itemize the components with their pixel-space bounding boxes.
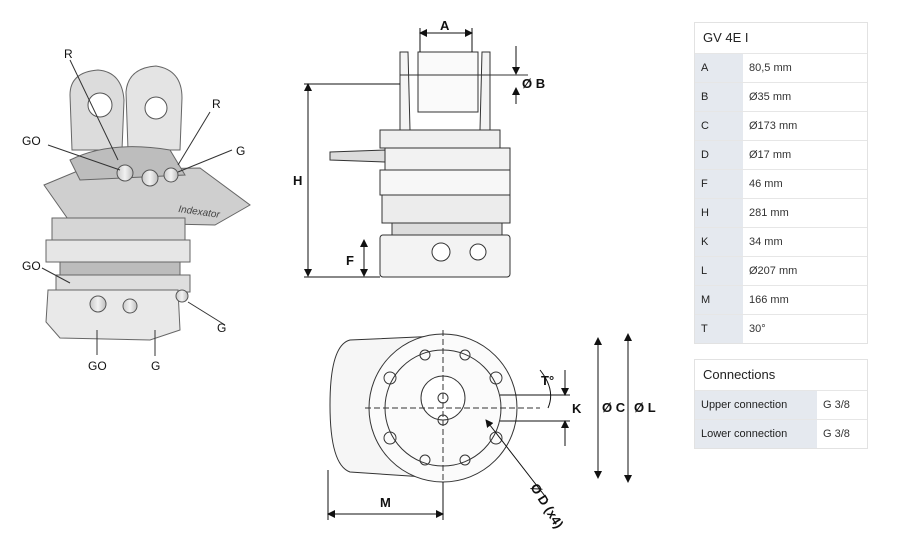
row-value: 80,5 mm bbox=[743, 54, 867, 83]
label-r-left: R bbox=[64, 47, 73, 61]
row-key: H bbox=[695, 198, 743, 228]
row-value: Ø35 mm bbox=[743, 82, 867, 112]
dim-a-label: A bbox=[440, 18, 450, 33]
connections-title: Connections bbox=[695, 360, 867, 391]
dim-c-label: Ø C bbox=[602, 400, 626, 415]
label-g-bottom: G bbox=[151, 359, 160, 373]
label-g-mid: G bbox=[217, 321, 226, 335]
row-key: Lower connection bbox=[695, 419, 817, 448]
row-key: M bbox=[695, 285, 743, 315]
row-value: Ø173 mm bbox=[743, 111, 867, 141]
row-key: T bbox=[695, 314, 743, 343]
row-value: 166 mm bbox=[743, 285, 867, 315]
row-key: C bbox=[695, 111, 743, 141]
technical-drawing: Indexator R R GO G GO G GO G bbox=[22, 18, 656, 531]
isometric-view: Indexator R R GO G GO G GO G bbox=[22, 47, 251, 373]
row-key: K bbox=[695, 227, 743, 257]
table-row: T 30° bbox=[695, 314, 867, 343]
row-value: G 3/8 bbox=[817, 391, 867, 420]
label-go-bottom: GO bbox=[88, 359, 107, 373]
row-value: 34 mm bbox=[743, 227, 867, 257]
dim-l-label: Ø L bbox=[634, 400, 656, 415]
row-value: 30° bbox=[749, 323, 766, 335]
spec-title: GV 4E I bbox=[695, 23, 867, 54]
label-go-mid: GO bbox=[22, 259, 41, 273]
row-key: D bbox=[695, 140, 743, 170]
row-key: A bbox=[695, 54, 743, 83]
dim-m-label: M bbox=[380, 495, 391, 510]
dim-t-label: T° bbox=[541, 373, 554, 388]
label-r-right: R bbox=[212, 97, 221, 111]
top-view bbox=[327, 330, 632, 520]
row-value: Ø207 mm bbox=[743, 256, 867, 286]
dim-b-label: Ø B bbox=[522, 76, 545, 91]
side-view bbox=[304, 28, 528, 278]
dim-f-label: F bbox=[346, 253, 354, 268]
row-value: G 3/8 bbox=[823, 428, 850, 440]
row-key: B bbox=[695, 82, 743, 112]
row-key: Upper connection bbox=[695, 391, 817, 420]
dim-h-label: H bbox=[293, 173, 302, 188]
label-g-top: G bbox=[236, 144, 245, 158]
dim-d-label: Ø D (x4) bbox=[527, 481, 566, 531]
row-value: Ø17 mm bbox=[743, 140, 867, 170]
row-key: F bbox=[695, 169, 743, 199]
dim-k-label: K bbox=[572, 401, 582, 416]
row-value: 281 mm bbox=[743, 198, 867, 228]
table-row: Lower connection G 3/8 bbox=[695, 419, 867, 448]
row-value: 46 mm bbox=[743, 169, 867, 199]
row-key: L bbox=[695, 256, 743, 286]
label-go-top: GO bbox=[22, 134, 41, 148]
